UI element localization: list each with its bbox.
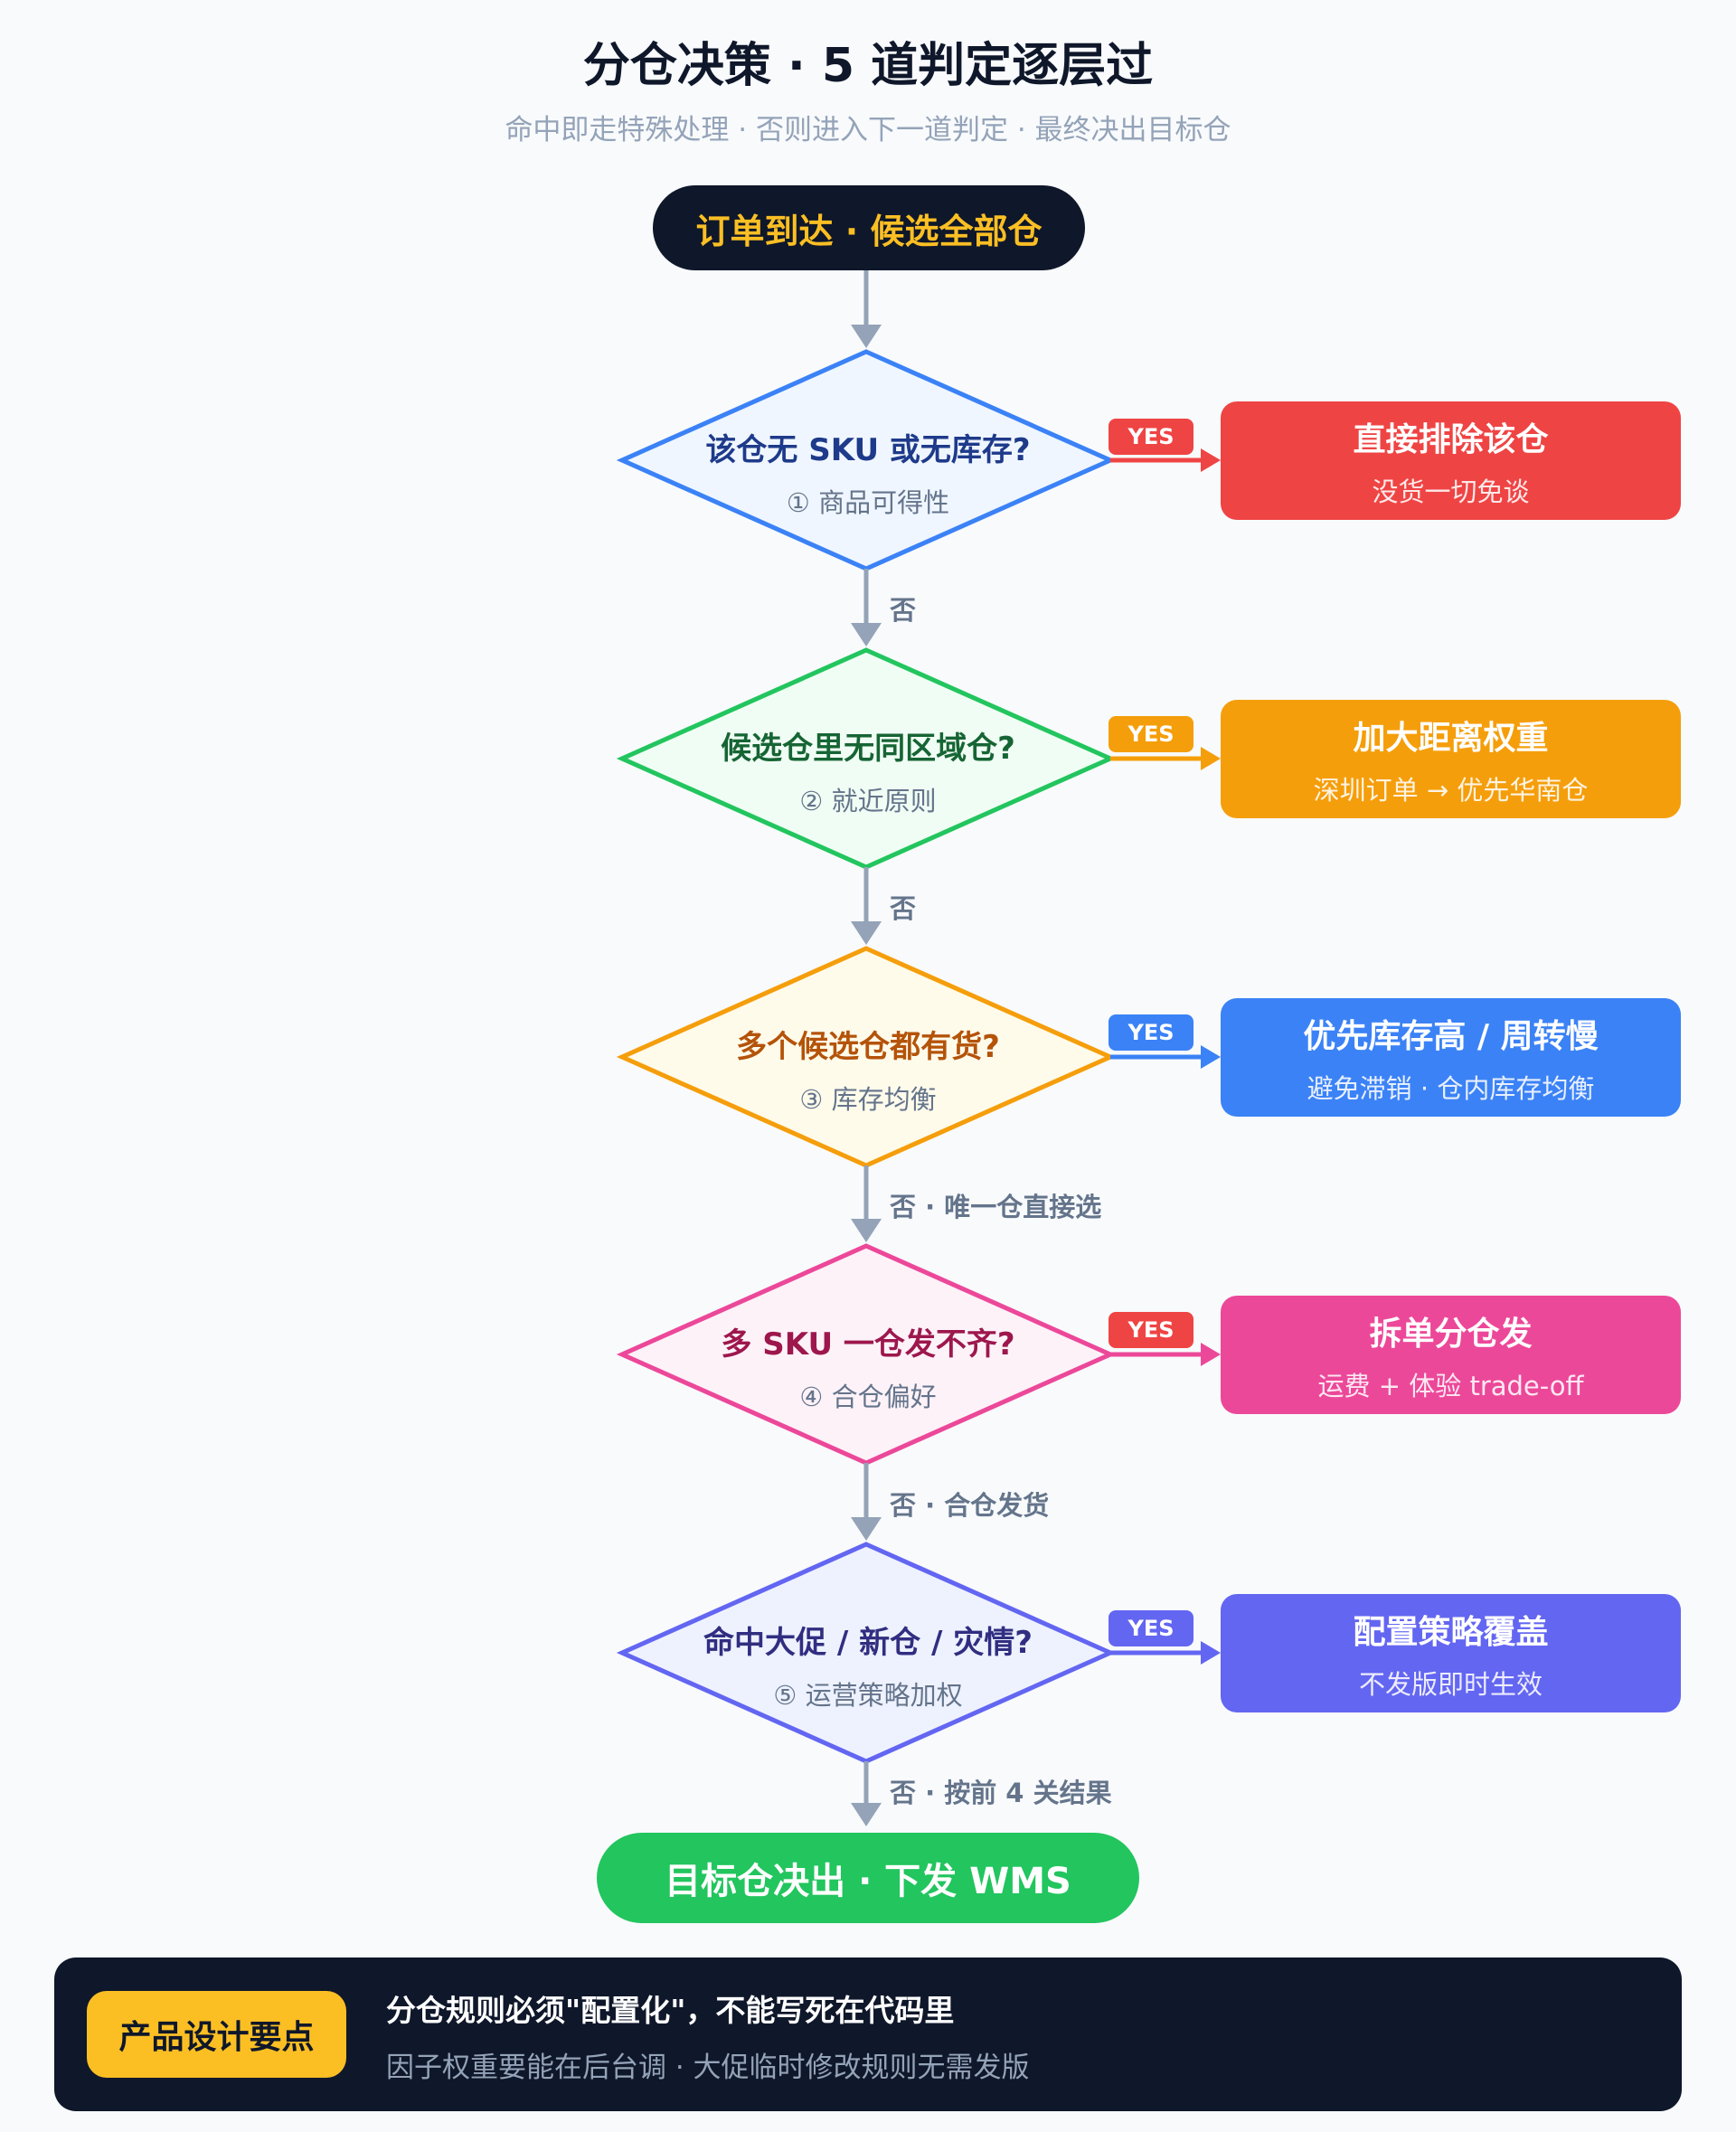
step-3-criterion: ③ 库存均衡 <box>799 1084 937 1115</box>
step-5-no-label: 否 · 按前 4 关结果 <box>890 1778 1112 1808</box>
yes-connector-4-head <box>1201 1343 1221 1366</box>
step-2-outcome-desc: 深圳订单 → 优先华南仓 <box>1313 774 1589 806</box>
step-4-outcome-desc: 运费 + 体验 trade-off <box>1317 1370 1584 1401</box>
no-connector-2-head <box>851 921 882 945</box>
no-connector-3-head <box>851 1219 882 1242</box>
yes-connector-2-head <box>1201 747 1221 770</box>
step-3-outcome: 优先库存高 / 周转慢 避免滞销 · 仓内库存均衡 <box>1221 998 1681 1117</box>
step-4-text: 多 SKU 一仓发不齐? ④ 合仓偏好 <box>633 1319 1103 1414</box>
step-2-yes-badge: YES <box>1109 716 1194 752</box>
step-4-outcome: 拆单分仓发 运费 + 体验 trade-off <box>1221 1296 1681 1414</box>
step-4-criterion: ④ 合仓偏好 <box>799 1382 937 1412</box>
footer-badge: 产品设计要点 <box>87 1991 346 2078</box>
no-connector-5-head <box>851 1803 882 1826</box>
step-5-question: 命中大促 / 新仓 / 灾情? <box>703 1625 1033 1661</box>
step-2-outcome: 加大距离权重 深圳订单 → 优先华南仓 <box>1221 700 1681 818</box>
step-1-question: 该仓无 SKU 或无库存? <box>705 432 1031 468</box>
step-5-outcome-desc: 不发版即时生效 <box>1358 1668 1543 1700</box>
step-2-no-label: 否 <box>890 893 917 924</box>
step-3-outcome-desc: 避免滞销 · 仓内库存均衡 <box>1307 1072 1595 1104</box>
footer-desc: 因子权重要能在后台调 · 大促临时修改规则无需发版 <box>386 2052 1030 2084</box>
step-1-criterion: ① 商品可得性 <box>786 487 950 518</box>
step-4-question: 多 SKU 一仓发不齐? <box>721 1326 1015 1363</box>
footer-title: 分仓规则必须"配置化"，不能写死在代码里 <box>386 1993 955 2028</box>
no-connector-4-head <box>851 1517 882 1541</box>
step-3-no-label: 否 · 唯一仓直接选 <box>890 1192 1102 1222</box>
page-title: 分仓决策 · 5 道判定逐层过 <box>582 39 1154 93</box>
step-5-outcome: 配置策略覆盖 不发版即时生效 <box>1221 1594 1681 1712</box>
step-1-outcome-desc: 没货一切免谈 <box>1372 476 1530 507</box>
no-connector-1-head <box>851 623 882 646</box>
step-1-outcome-title: 直接排除该仓 <box>1353 420 1549 458</box>
step-3-yes-badge: YES <box>1109 1014 1194 1051</box>
step-5-yes-badge: YES <box>1109 1610 1194 1646</box>
step-4-outcome-title: 拆单分仓发 <box>1369 1315 1533 1353</box>
step-5-text: 命中大促 / 新仓 / 灾情? ⑤ 运营策略加权 <box>633 1618 1103 1712</box>
step-3-text: 多个候选仓都有货? ③ 库存均衡 <box>633 1022 1103 1117</box>
yes-connector-3-head <box>1201 1045 1221 1069</box>
step-2-text: 候选仓里无同区域仓? ② 就近原则 <box>633 723 1103 818</box>
step-5-outcome-title: 配置策略覆盖 <box>1353 1613 1549 1651</box>
start-node: 订单到达 · 候选全部仓 <box>653 185 1085 270</box>
yes-connector-5-head <box>1201 1641 1221 1665</box>
start-connector-head <box>851 325 882 348</box>
step-4-yes-badge: YES <box>1109 1312 1194 1348</box>
step-2-criterion: ② 就近原则 <box>799 786 937 816</box>
end-node: 目标仓决出 · 下发 WMS <box>597 1833 1139 1923</box>
step-2-outcome-title: 加大距离权重 <box>1353 719 1549 757</box>
step-2-question: 候选仓里无同区域仓? <box>721 731 1015 767</box>
step-1-outcome: 直接排除该仓 没货一切免谈 <box>1221 401 1681 520</box>
step-1-text: 该仓无 SKU 或无库存? ① 商品可得性 <box>633 425 1103 520</box>
step-1-no-label: 否 <box>890 595 917 626</box>
step-4-no-label: 否 · 合仓发货 <box>890 1490 1050 1521</box>
step-5-criterion: ⑤ 运营策略加权 <box>773 1680 963 1711</box>
yes-connector-1-head <box>1201 448 1221 472</box>
page-subtitle: 命中即走特殊处理 · 否则进入下一道判定 · 最终决出目标仓 <box>505 114 1231 146</box>
footer-banner: 产品设计要点 分仓规则必须"配置化"，不能写死在代码里 因子权重要能在后台调 ·… <box>54 1957 1682 2111</box>
step-3-outcome-title: 优先库存高 / 周转慢 <box>1303 1017 1599 1055</box>
step-1-yes-badge: YES <box>1109 419 1194 455</box>
step-3-question: 多个候选仓都有货? <box>736 1029 1000 1065</box>
